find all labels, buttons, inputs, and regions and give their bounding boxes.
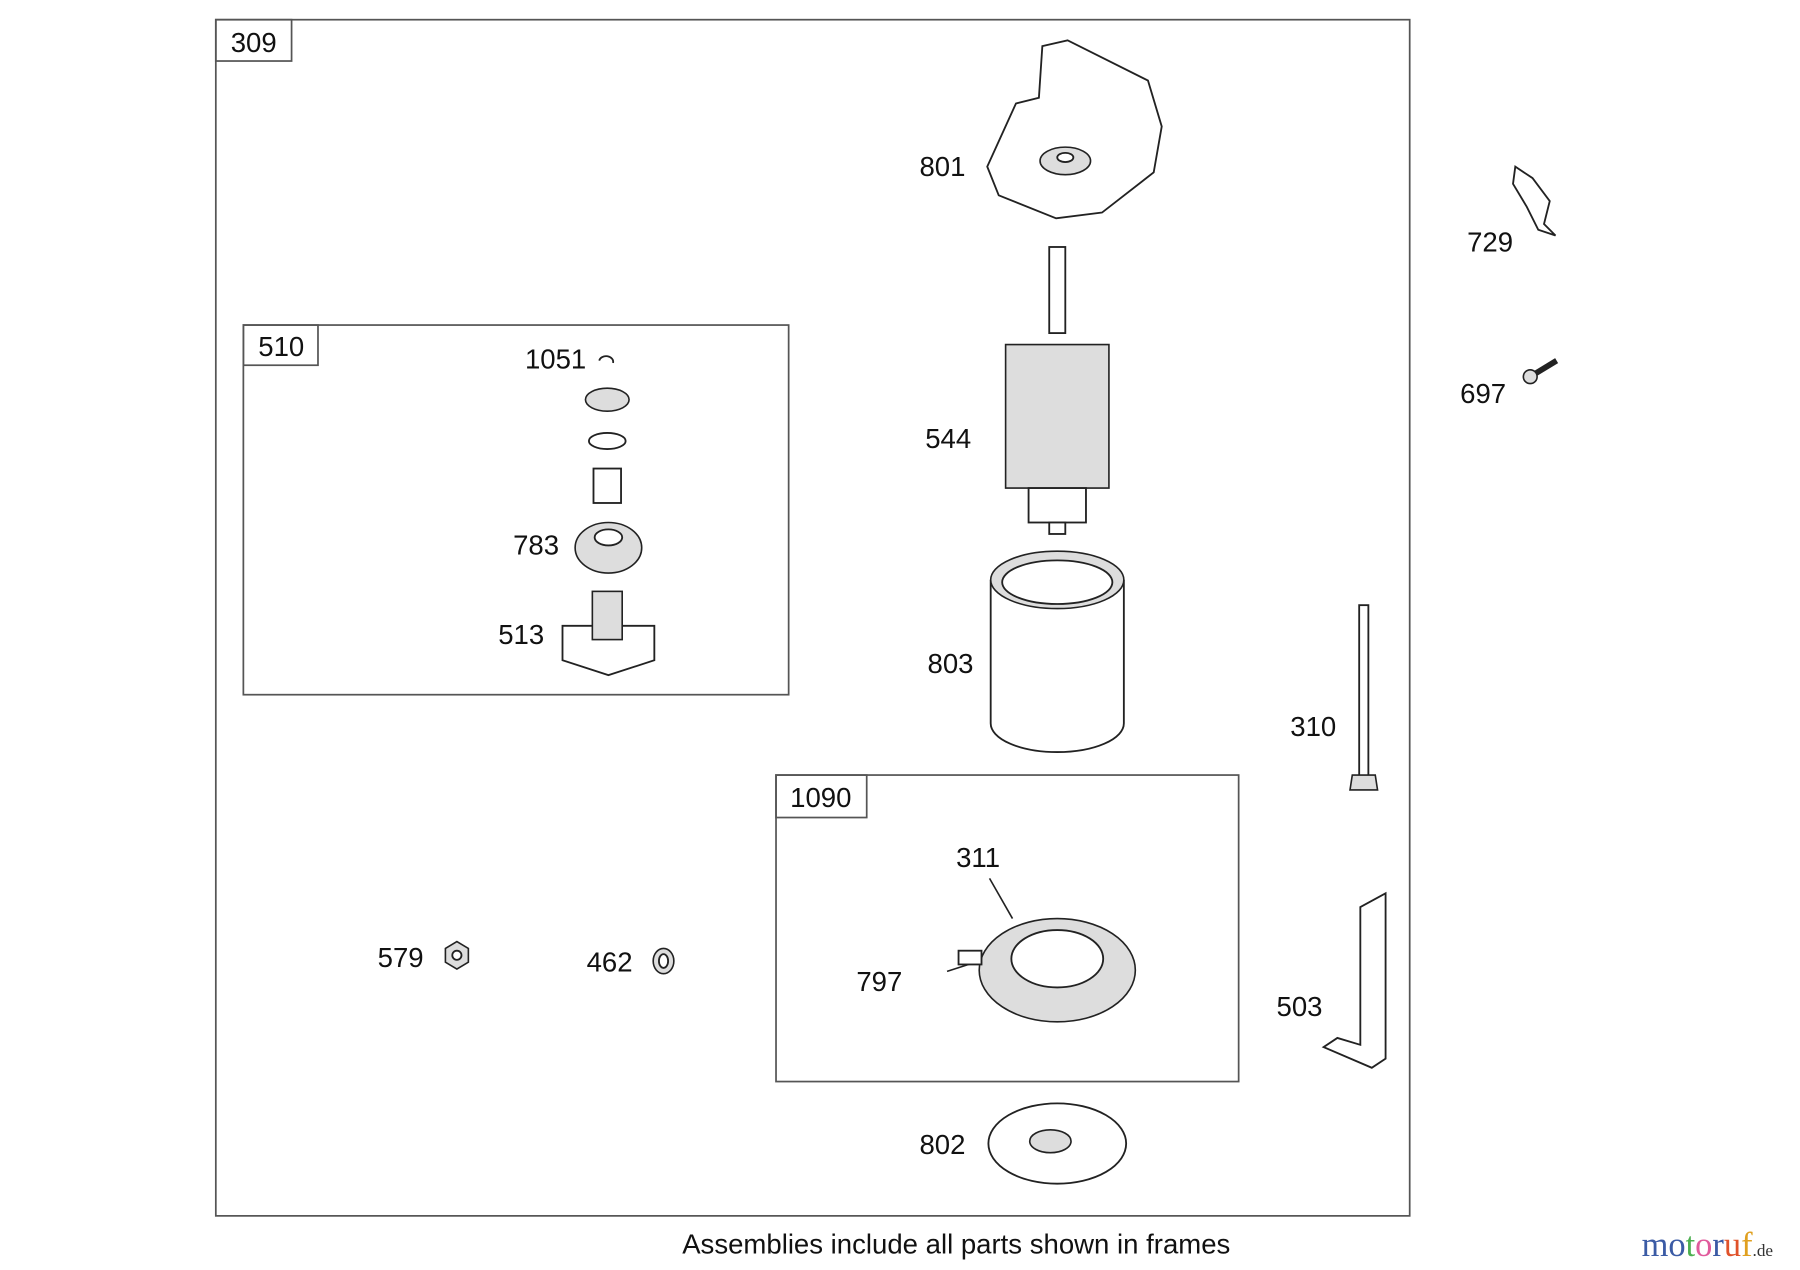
watermark-logo: motoruf.de <box>1642 1226 1774 1264</box>
label-544: 544 <box>925 423 971 454</box>
frame-1090 <box>775 774 1240 1083</box>
label-1051: 1051 <box>525 344 586 375</box>
part-802-drawing <box>987 1102 1128 1185</box>
label-310: 310 <box>1290 711 1336 742</box>
label-579: 579 <box>378 942 424 973</box>
part-579-drawing <box>444 940 470 970</box>
part-310-drawing <box>1349 604 1379 791</box>
frame-309 <box>214 18 1411 1217</box>
label-697: 697 <box>1460 378 1506 409</box>
frame-510-label-box <box>242 324 319 367</box>
part-462-drawing <box>652 947 675 975</box>
part-544-drawing <box>1004 246 1110 535</box>
part-513-drawing <box>561 590 656 677</box>
label-802: 802 <box>919 1129 965 1160</box>
label-783: 783 <box>513 530 559 561</box>
caption: Assemblies include all parts shown in fr… <box>682 1229 1230 1260</box>
part-783-drawing <box>574 521 643 574</box>
label-311: 311 <box>956 842 1000 873</box>
frame-510 <box>242 324 790 696</box>
svg-text:motoruf.de: motoruf.de <box>1642 1226 1774 1264</box>
frame-1090-label: 1090 <box>790 782 851 813</box>
part-510-stack-drawing <box>584 387 630 504</box>
label-503: 503 <box>1277 991 1323 1022</box>
label-801: 801 <box>919 151 965 182</box>
label-803: 803 <box>928 648 974 679</box>
frame-309-label-box <box>214 18 293 62</box>
label-513: 513 <box>498 619 544 650</box>
label-797: 797 <box>856 966 902 997</box>
frame-1090-label-box <box>775 774 868 819</box>
frame-309-label: 309 <box>231 27 277 58</box>
part-311-drawing <box>946 877 1137 1023</box>
part-1051-drawing <box>598 355 615 364</box>
label-729: 729 <box>1467 227 1513 258</box>
part-503-drawing <box>1321 891 1387 1069</box>
part-697-drawing <box>1522 358 1559 385</box>
part-803-drawing <box>989 550 1125 753</box>
part-729-drawing <box>1512 165 1557 237</box>
part-801-drawing <box>986 39 1163 220</box>
label-462: 462 <box>587 946 633 977</box>
frame-510-label: 510 <box>258 331 304 362</box>
